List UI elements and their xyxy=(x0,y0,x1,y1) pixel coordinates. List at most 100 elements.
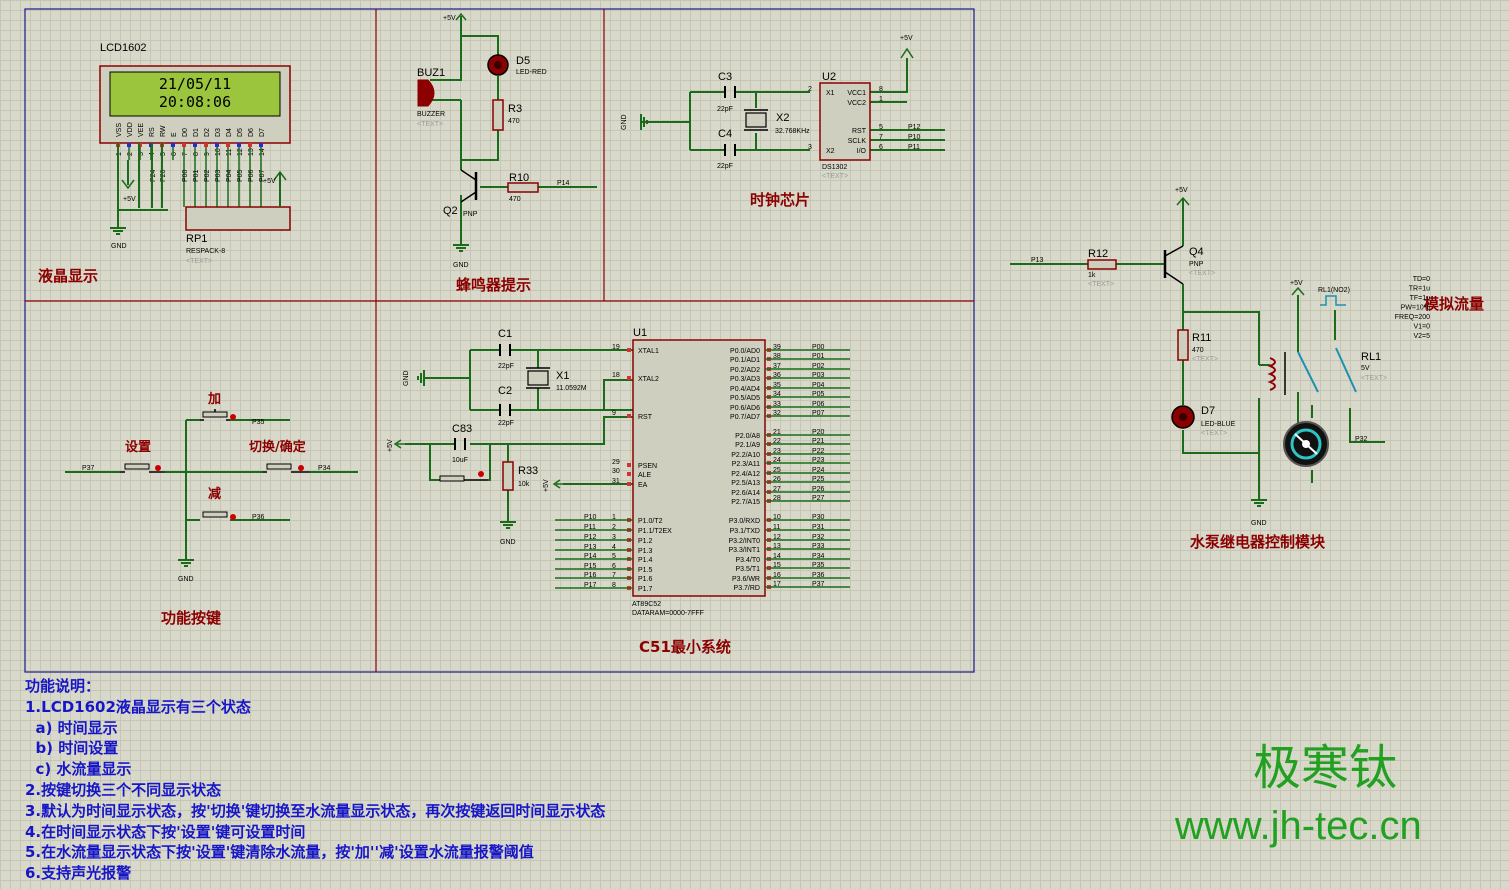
capacitor-c3[interactable]: C3 22pF xyxy=(717,71,736,113)
pump-vcc-label: +5V xyxy=(1175,187,1188,194)
lcd-pin-number: 3 xyxy=(138,152,145,156)
note-line: 5.在水流量显示状态下按'设置'键清除水流量，按'加''减'设置水流量报警阈值 xyxy=(25,843,534,862)
section-title-flow: 模拟流量 xyxy=(1424,295,1484,313)
crystal-x1[interactable]: X1 11.0592M xyxy=(526,367,587,392)
chip-u2-ds1302[interactable]: U2 DS1302 <TEXT> xyxy=(819,71,871,180)
c4-ref: C4 xyxy=(718,128,732,140)
mcu-ea-vcc-label: +5V xyxy=(543,479,550,492)
u1-pin-name: P2.7/A15 xyxy=(731,499,760,506)
section-title-mcu: C51最小系统 xyxy=(639,638,731,656)
resistor-r3[interactable]: R3 470 xyxy=(492,99,522,131)
u2-text: <TEXT> xyxy=(822,173,848,180)
c1-value: 22pF xyxy=(498,363,514,370)
u1-pin-number: 7 xyxy=(612,572,616,579)
buzzer-net-p14: P14 xyxy=(557,180,570,187)
buz1-text: <TEXT> xyxy=(417,121,443,128)
pulse-source-rl1[interactable]: RL1(NO2) xyxy=(1318,287,1350,306)
r33-ref: R33 xyxy=(518,465,538,477)
crystal-x2[interactable]: X2 32.768KHz xyxy=(744,109,810,135)
u1-pin-name: XTAL2 xyxy=(638,376,659,383)
u1-pin-number: 3 xyxy=(612,534,616,541)
rp1-respack[interactable]: RP1 RESPACK-8 <TEXT> xyxy=(185,206,291,265)
u1-pin-number: 33 xyxy=(773,401,781,408)
lcd-pin-marker xyxy=(237,143,241,147)
gnd-symbol-buzzer: GND xyxy=(453,244,469,269)
mcu-vcc-label: +5V xyxy=(387,439,394,452)
key-switch-label: 切换/确定 xyxy=(249,439,306,455)
capacitor-c2[interactable]: C2 22pF xyxy=(498,385,514,427)
svg-text:GND: GND xyxy=(621,114,628,130)
key-sub-button[interactable]: 减 xyxy=(202,486,236,520)
rl1-ref: RL1 xyxy=(1361,351,1381,363)
r11-text: <TEXT> xyxy=(1192,356,1218,363)
u1-pin-name: P0.4/AD4 xyxy=(730,386,760,393)
u1-pin-marker xyxy=(627,482,631,486)
pump-motor[interactable] xyxy=(1283,421,1329,467)
lcd-pin-name: D4 xyxy=(226,128,233,137)
u1-net-label: P00 xyxy=(812,344,825,351)
u1-pin-number: 22 xyxy=(773,438,781,445)
transistor-q2[interactable]: Q2 PNP xyxy=(443,169,478,218)
r10-value: 470 xyxy=(509,196,521,203)
u1-net-label: P36 xyxy=(812,572,825,579)
lcd1602-module[interactable]: LCD1602 21/05/11 20:08:06 xyxy=(99,42,291,144)
resistor-r10[interactable]: R10 470 xyxy=(507,172,539,203)
key-add-button[interactable]: 加 xyxy=(200,392,236,421)
u1-pin-marker xyxy=(627,414,631,418)
gnd-symbol-pump: GND xyxy=(1251,499,1267,527)
u1-net-label: P34 xyxy=(812,553,825,560)
buzzer-buz1[interactable]: BUZ1 BUZZER <TEXT> xyxy=(417,67,445,128)
key-switch-button[interactable]: 切换/确定 xyxy=(249,439,310,473)
lcd-line-1: 21/05/11 xyxy=(159,75,231,93)
capacitor-c1[interactable]: C1 22pF xyxy=(498,328,514,370)
u1-value: AT89C52 xyxy=(632,601,661,608)
resistor-r12[interactable]: R12 1k <TEXT> xyxy=(1087,248,1117,288)
u1-net-label: P10 xyxy=(584,514,597,521)
pulse-source-label: RL1(NO2) xyxy=(1318,287,1350,294)
lcd-vcc-label: +5V xyxy=(123,196,136,203)
resistor-r11[interactable]: R11 470 <TEXT> xyxy=(1177,329,1218,363)
lcd-pin-name: RS xyxy=(149,127,156,137)
u1-net-label: P37 xyxy=(812,581,825,588)
lcd-pin-name: VEE xyxy=(138,123,145,137)
capacitor-c4[interactable]: C4 22pF xyxy=(717,128,736,170)
u1-pin-name: P1.2 xyxy=(638,538,653,545)
u1-pin-marker xyxy=(627,463,631,467)
relay-rl1[interactable]: RL1 5V <TEXT> xyxy=(1267,347,1387,395)
u1-net-label: P11 xyxy=(584,524,596,531)
led-d7[interactable]: D7 LED-BLUE <TEXT> xyxy=(1171,405,1236,437)
chip-u1-at89c52[interactable]: U1 AT89C52 DATARAM=0000-7FFF xyxy=(632,327,766,617)
u2-net-label: P11 xyxy=(908,144,920,151)
u1-net-label: P01 xyxy=(812,353,825,360)
u1-pin-name: ALE xyxy=(638,472,652,479)
gnd-symbol-lcd: GND xyxy=(110,227,127,250)
reset-button[interactable] xyxy=(439,471,488,482)
lcd-net-label: P01 xyxy=(193,169,200,182)
keys-wiring xyxy=(65,419,358,560)
u1-net-label: P16 xyxy=(584,572,597,579)
capacitor-c83[interactable]: C83 10uF xyxy=(452,423,472,464)
pulse-param: TD=0 xyxy=(1413,276,1430,283)
u1-pin-number: 23 xyxy=(773,448,781,455)
u1-net-label: P32 xyxy=(812,534,825,541)
mcu-wiring xyxy=(405,349,633,522)
lcd-pin-marker xyxy=(259,143,263,147)
u1-pin-number: 36 xyxy=(773,372,781,379)
transistor-q4[interactable]: Q4 PNP <TEXT> xyxy=(1163,245,1215,285)
key-sub-label: 减 xyxy=(208,486,221,502)
u1-net-label: P02 xyxy=(812,363,825,370)
u1-net-label: P06 xyxy=(812,401,825,408)
lcd-pin-name: D3 xyxy=(215,128,222,137)
q4-ref: Q4 xyxy=(1189,246,1204,258)
u1-net-label: P26 xyxy=(812,486,825,493)
u1-pin-name: P0.2/AD2 xyxy=(730,367,760,374)
resistor-r33[interactable]: R33 10k xyxy=(502,461,538,491)
u1-pin-number: 25 xyxy=(773,467,781,474)
u1-pin-name: P2.5/A13 xyxy=(731,480,760,487)
u1-pin-number: 18 xyxy=(612,372,620,379)
c83-ref: C83 xyxy=(452,423,472,435)
key-set-button[interactable]: 设置 xyxy=(120,440,165,473)
lcd-pin-number: 5 xyxy=(160,152,167,156)
led-d5[interactable]: D5 LED-RED xyxy=(487,54,547,76)
pulse-param: V1=0 xyxy=(1413,324,1430,331)
